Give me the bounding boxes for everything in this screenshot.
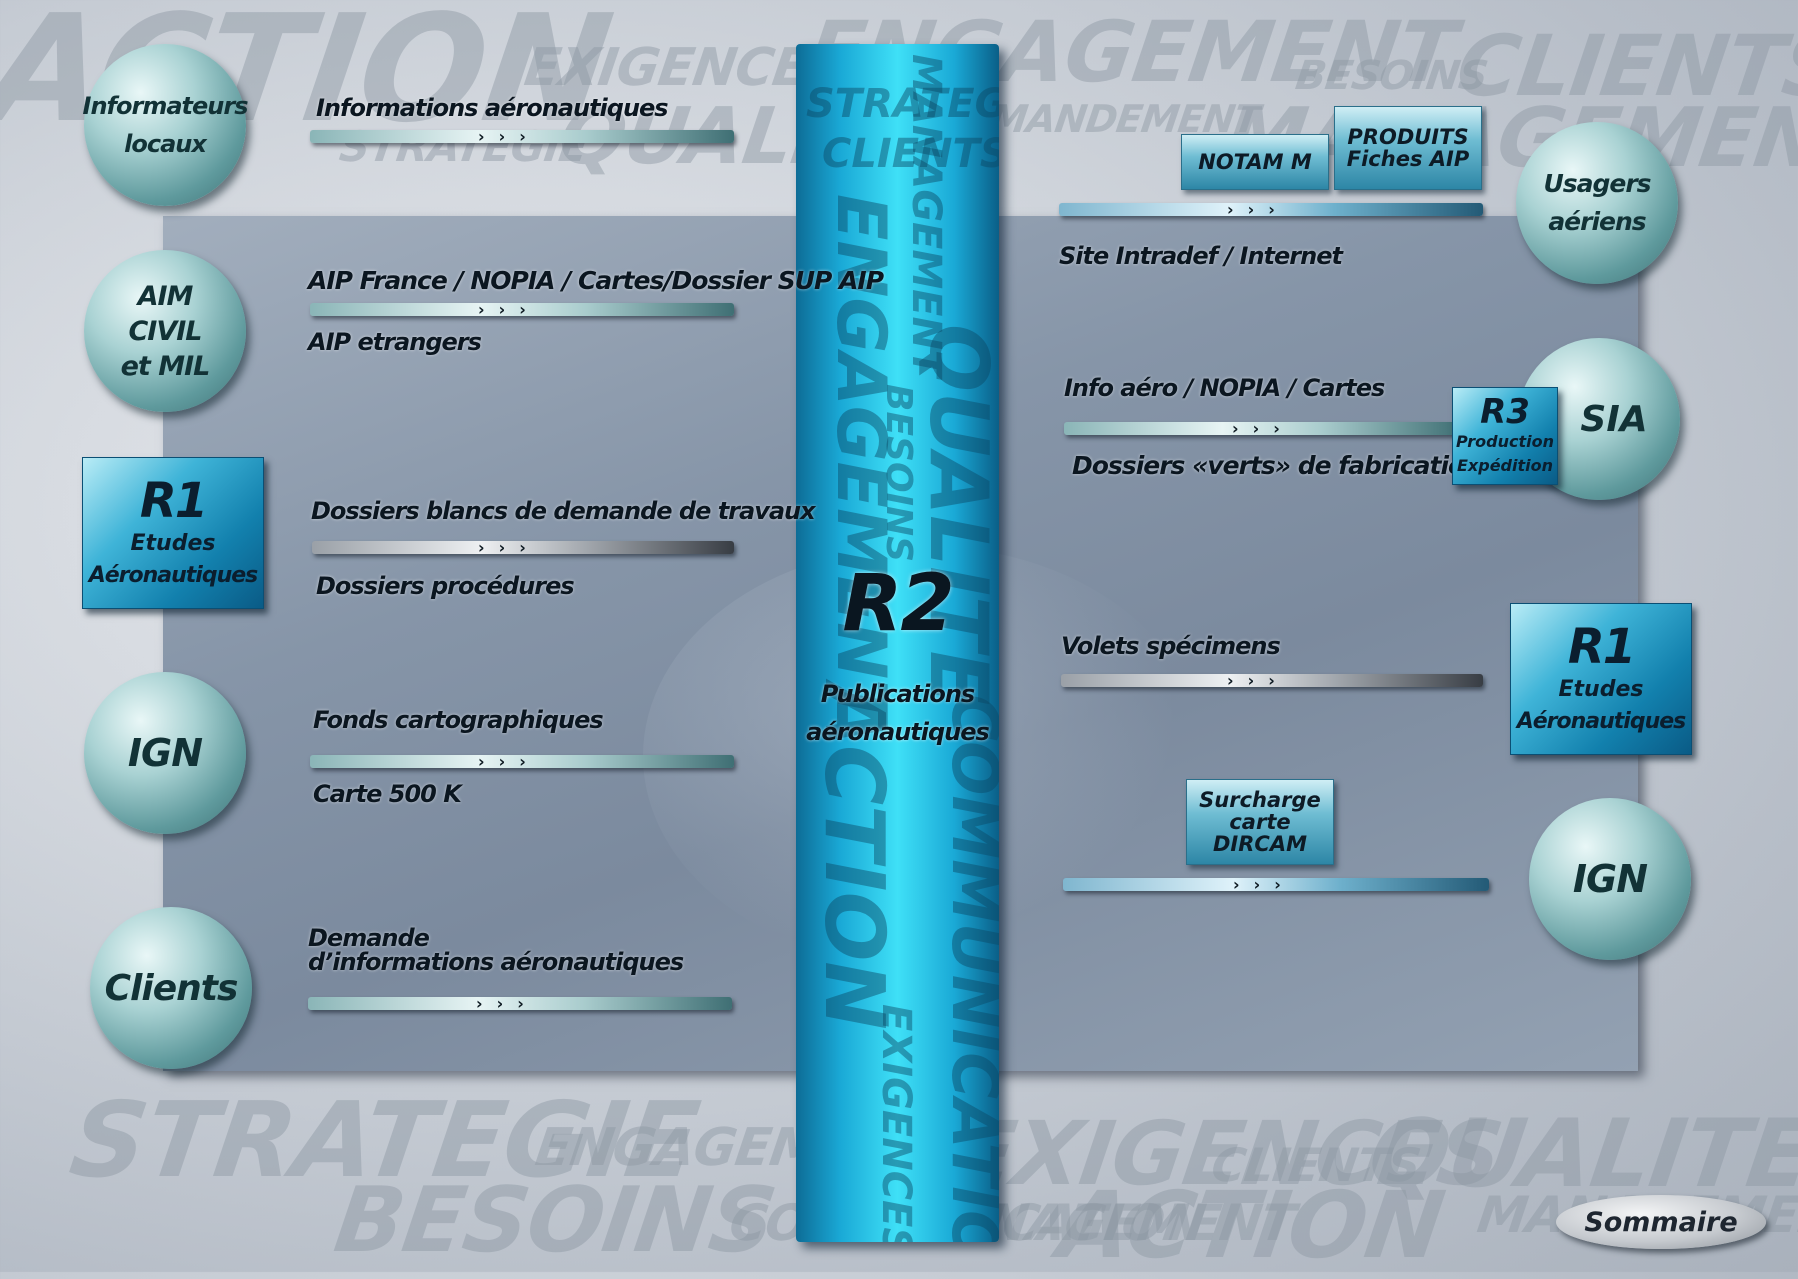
node-ign-left: IGN [84,672,246,834]
tag-surcharge-line1: Surcharge [1199,787,1321,812]
r1-left-code: R1 [139,473,208,529]
node-sia-label: SIA [1580,398,1648,440]
r3-code: R3 [1480,392,1530,432]
flow-site-intradef-arrow: ››› [1059,200,1483,219]
pillar-word: BESOINS [878,384,919,563]
r1-right-code: R1 [1567,619,1636,675]
flow-aip-france-arrow: ››› [310,300,734,319]
node-usagers-aeriens: Usagers aériens [1516,122,1678,284]
tag-surcharge-line2: carte DIRCAM [1213,809,1307,857]
flow-demande-label-2: d’informations aéronautiques [308,948,684,976]
node-r3: R3 Production Expédition [1452,387,1558,485]
flow-dossiers-procedures-label: Dossiers procédures [316,572,575,600]
r1-right-line1: Etudes [1558,677,1644,702]
flow-fonds-cartographiques-label: Fonds cartographiques [313,706,604,734]
flow-demande-arrow: ››› [308,994,732,1013]
r1-right-line2: Aéronautiques [1516,709,1687,734]
flow-info-aero-arrow: ››› [1064,419,1460,438]
tag-produits-line1: PRODUITS [1347,124,1469,149]
arrow-chevrons: ››› [478,127,540,146]
flow-aip-etrangers-label: AIP etrangers [308,328,482,356]
arrow-chevrons: ››› [1233,875,1295,894]
tag-surcharge-carte-dircam: Surcharge carte DIRCAM [1186,779,1334,865]
node-aim-civil-mil: AIM CIVIL et MIL [84,250,246,412]
flow-fonds-cartographiques-arrow: ››› [310,752,734,771]
arrow-chevrons: ››› [478,538,540,557]
tag-notam-m: NOTAM M [1181,134,1329,190]
node-informateurs-locaux: Informateurs locaux [82,44,249,206]
node-ign-left-label: IGN [127,731,203,775]
pillar-word: CLIENTS [822,131,999,177]
arrow-chevrons: ››› [1227,200,1289,219]
flow-aip-france-label: AIP France / NOPIA / Cartes/Dossier SUP … [308,266,884,295]
flow-info-aero-label: Info aéro / NOPIA / Cartes [1064,374,1385,402]
flow-site-intradef-label: Site Intradef / Internet [1059,242,1343,270]
flow-dossiers-blancs-label: Dossiers blancs de demande de travaux [311,497,816,525]
arrow-chevrons: ››› [1232,419,1294,438]
flow-informations-aeronautiques-arrow: ››› [310,127,734,146]
node-clients-label: Clients [104,967,239,1009]
arrow-chevrons: ››› [476,994,538,1013]
node-clients: Clients [90,907,252,1069]
r3-line2: Expédition [1456,456,1553,475]
tag-produits-fiches-aip: PRODUITS Fiches AIP [1334,106,1482,190]
flow-informations-aeronautiques-label: Informations aéronautiques [316,94,669,122]
flow-dossiers-blancs-arrow: ››› [312,538,734,557]
sommaire-button[interactable]: Sommaire [1556,1195,1766,1249]
node-informateurs-line1: Informateurs [82,92,249,120]
r2-label-1: Publications [820,680,975,708]
pillar-word: EXIGENCES [873,1004,919,1242]
tag-notam-label: NOTAM M [1198,149,1312,174]
background-word: MANDEMENT [986,97,1263,141]
node-informateurs-line2: locaux [124,130,207,158]
r1-left-line1: Etudes [130,531,216,556]
node-usagers-line2: aériens [1548,207,1646,236]
r2-pillar: STRATEGIECLIENTSMANAGEMENTENGAGEMENTQUAL… [796,44,999,1242]
pillar-word: STRATEGIE [806,81,999,127]
node-ign-right: IGN [1529,798,1691,960]
node-ign-right-label: IGN [1572,857,1648,901]
flow-volets-specimens-arrow: ››› [1061,671,1483,690]
node-r1-right: R1 Etudes Aéronautiques [1510,603,1692,755]
sommaire-label: Sommaire [1584,1206,1738,1238]
r1-left-line2: Aéronautiques [88,563,259,588]
flow-surcharge-arrow: ››› [1063,875,1489,894]
arrow-chevrons: ››› [1227,671,1289,690]
flow-demande-label-1: Demande [308,924,430,952]
pillar-word: COMMUNICATION [937,694,999,1242]
flow-volets-specimens-label: Volets spécimens [1061,632,1281,660]
background-word: BESOINS [328,1168,782,1273]
node-usagers-line1: Usagers [1543,169,1651,198]
node-aim-line2: CIVIL [128,315,202,347]
node-aim-line3: et MIL [120,350,211,382]
arrow-chevrons: ››› [478,300,540,319]
r2-code: R2 [842,559,954,649]
r2-label-2: aéronautiques [806,718,990,746]
node-r1-left: R1 Etudes Aéronautiques [82,457,264,609]
node-aim-line1: AIM [137,280,194,312]
arrow-chevrons: ››› [478,752,540,771]
background-word: ACTION [1052,1172,1450,1279]
flow-dossiers-verts-label: Dossiers «verts» de fabrication [1072,451,1482,480]
r3-line1: Production [1456,432,1554,451]
flow-carte-500k-label: Carte 500 K [313,780,462,808]
tag-produits-line2: Fiches AIP [1346,147,1470,171]
